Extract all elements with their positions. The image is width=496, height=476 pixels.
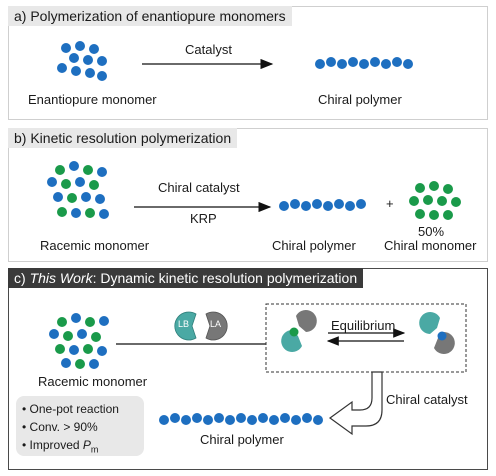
lewis-acid-icon [205,311,228,341]
lewis-base-icon [174,311,197,341]
panel-c-header-italic: This Work [29,270,93,286]
results-box: • One-pot reaction • Conv. > 90% • Impro… [16,396,144,456]
equilibrium-box [265,303,467,373]
racemic-monomer-label-c: Racemic monomer [38,374,148,389]
catalyst-complex-right-icon [419,312,455,354]
chiral-polymer-chain-c [159,413,323,425]
panel-a-header: a) Polymerization of enantiopure monomer… [8,6,292,26]
pm-symbol: P [82,438,91,452]
chiral-monomer-cluster-b [409,181,461,220]
panel-b [8,128,488,262]
bullet-improved-text: • Improved [22,438,83,452]
racemic-monomer-cluster-c [49,313,109,369]
pm-subscript: m [90,444,99,455]
enantiopure-monomer-label: Enantiopure monomer [28,92,157,107]
plus-sign: + [386,196,394,211]
percent-label: 50% [418,224,445,239]
chiral-polymer-chain-b [279,199,366,211]
la-label: LA [210,319,222,329]
chiral-monomer-label: Chiral monomer [384,238,477,253]
lb-label: LB [178,319,190,329]
chiral-catalyst-label-b: Chiral catalyst [158,180,240,195]
equilibrium-label: Equilibrium [331,318,396,333]
bullet-improved-pm: • Improved Pm [22,436,138,458]
chiral-polymer-chain-a [315,57,413,69]
panel-c-header-suffix: : Dynamic kinetic resolution polymerizat… [92,270,358,286]
panel-b-header: b) Kinetic resolution polymerization [8,128,238,148]
catalyst-complex-left-icon [281,310,317,352]
krp-label: KRP [190,211,217,226]
chiral-catalyst-arrow [328,371,383,436]
panel-c-header-prefix: c) [14,270,30,286]
chiral-polymer-label-a: Chiral polymer [318,92,402,107]
enantiopure-monomer-cluster [57,41,107,81]
chiral-catalyst-label-c: Chiral catalyst [386,392,468,407]
panel-c-header: c) This Work: Dynamic kinetic resolution… [8,268,364,288]
catalyst-label: Catalyst [185,42,232,57]
bullet-one-pot: • One-pot reaction [22,402,119,416]
racemic-monomer-cluster-b [47,161,109,219]
chiral-polymer-label-b: Chiral polymer [272,238,356,253]
bullet-conversion: • Conv. > 90% [22,420,98,434]
racemic-monomer-label-b: Racemic monomer [40,238,150,253]
chiral-polymer-label-c: Chiral polymer [200,432,284,447]
